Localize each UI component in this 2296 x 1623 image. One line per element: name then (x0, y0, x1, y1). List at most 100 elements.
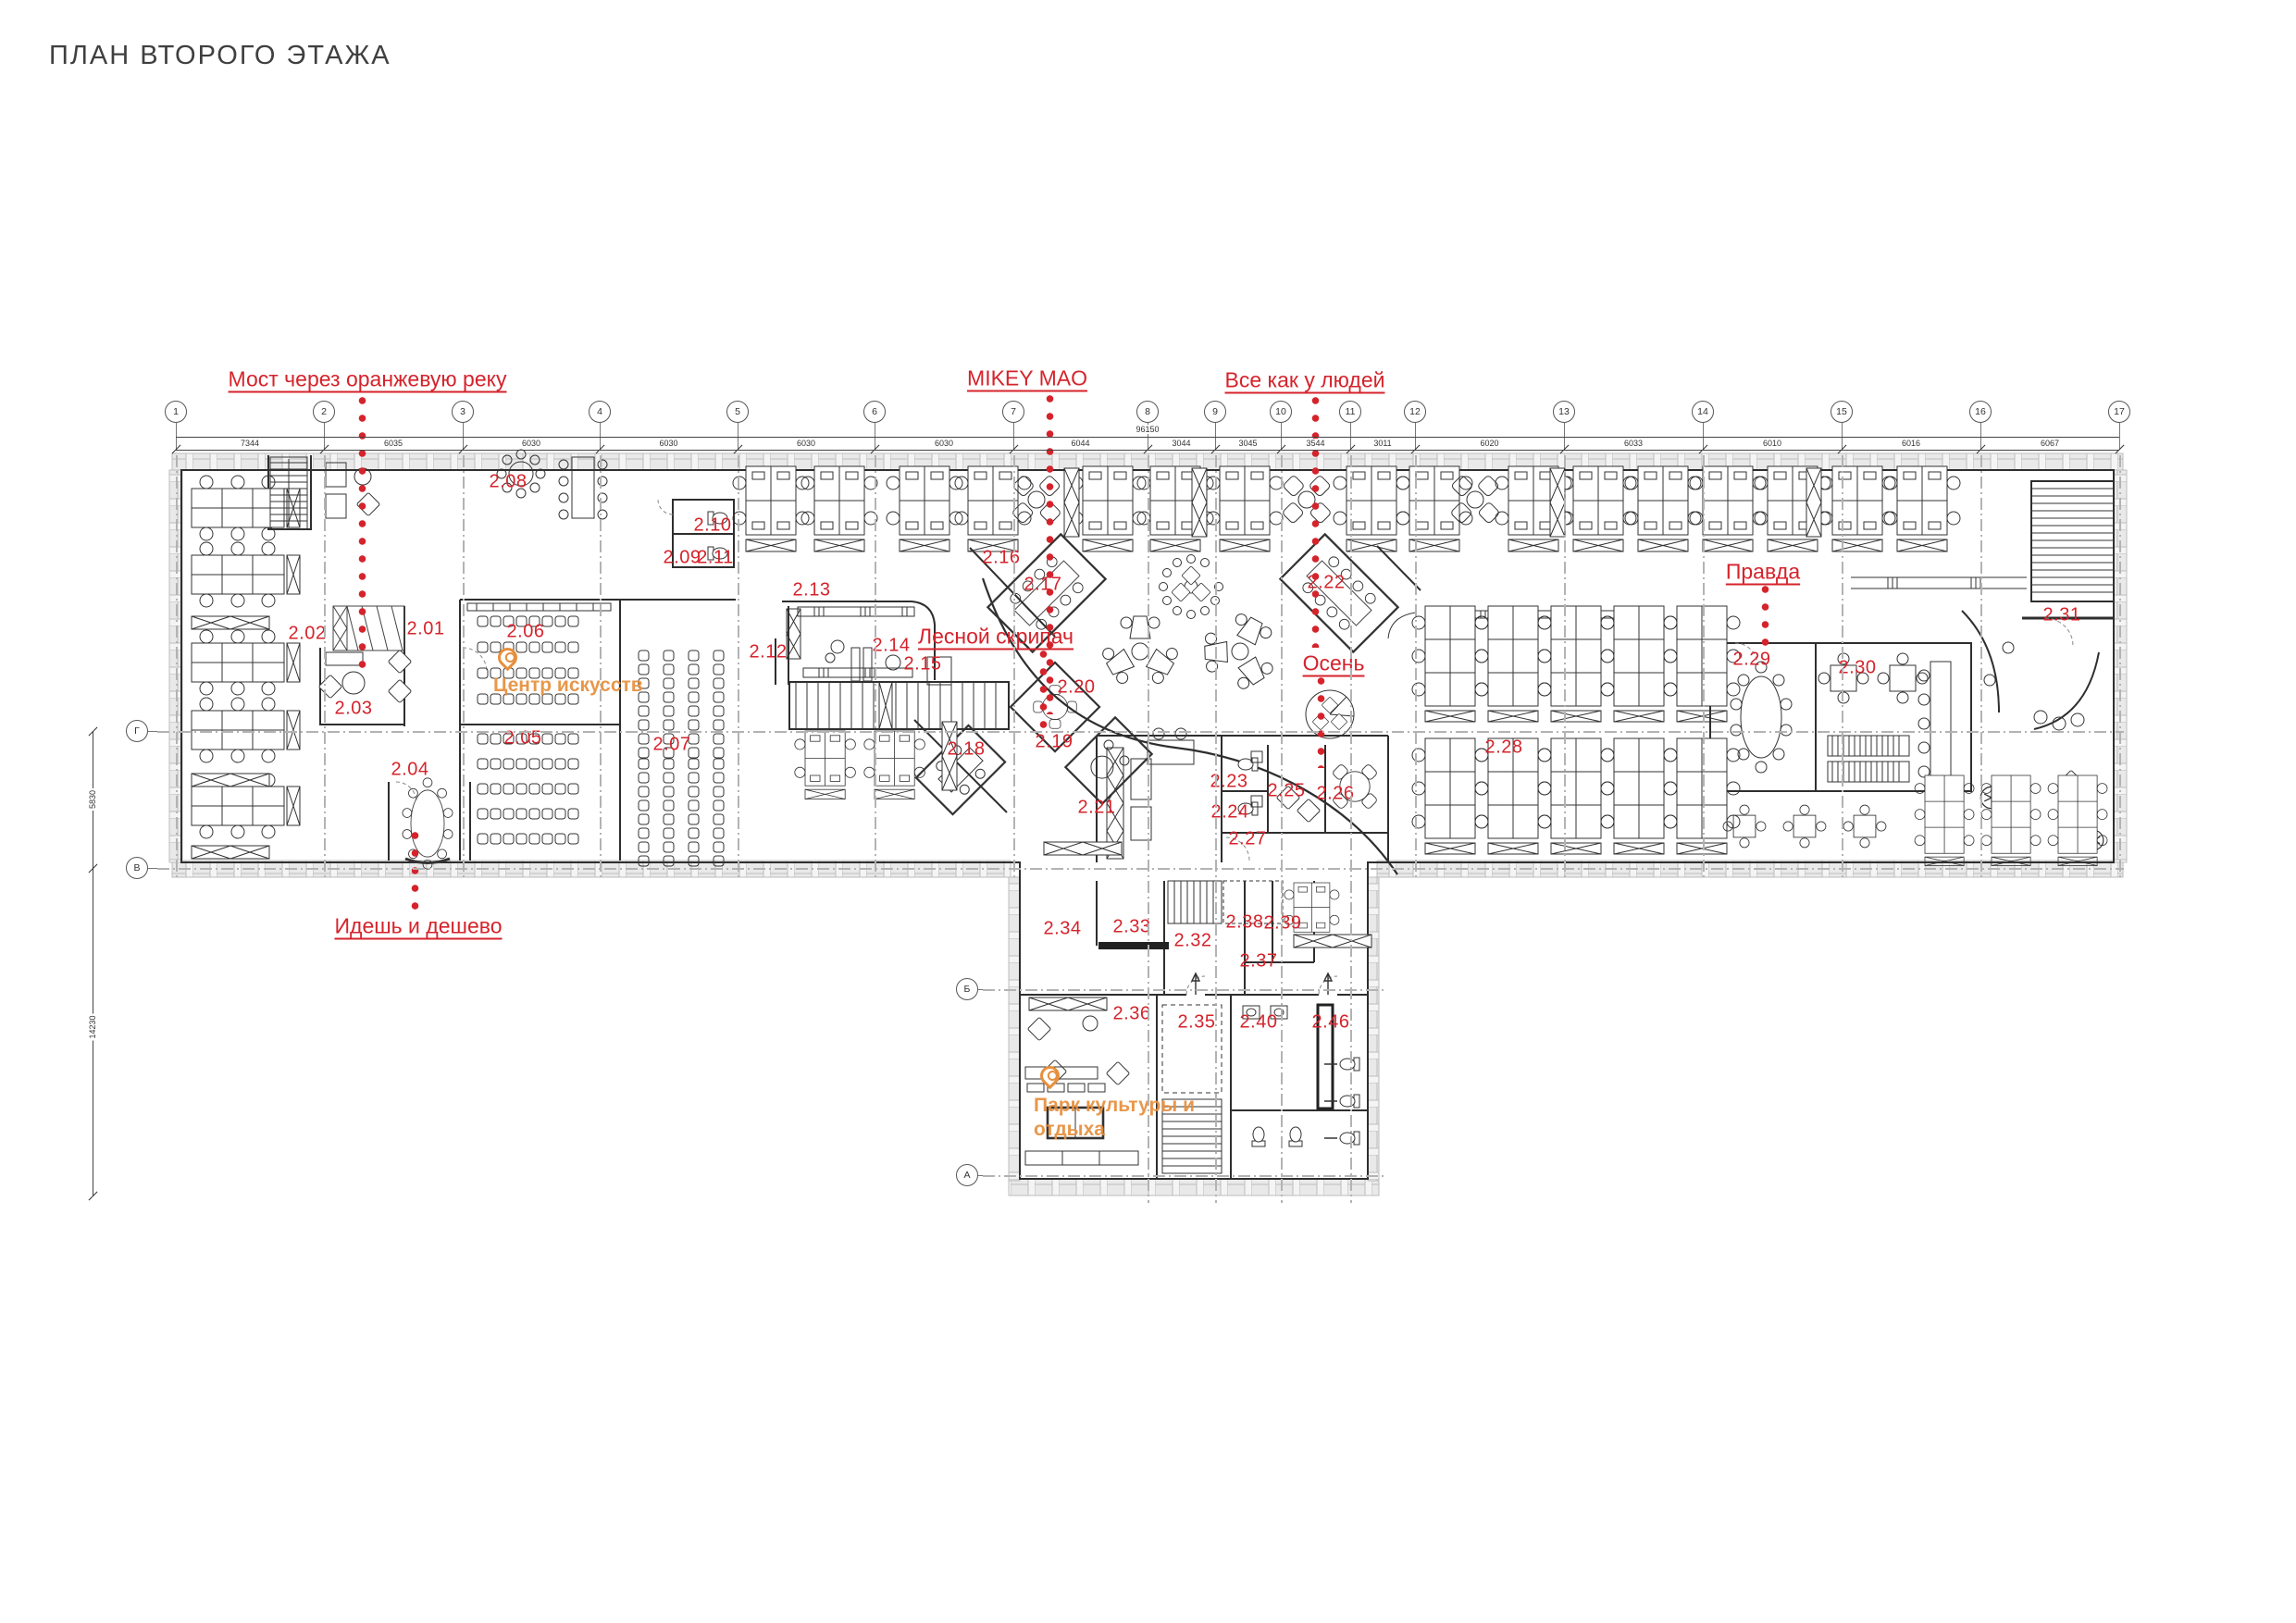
room-number-label: 2.29 (1732, 649, 1771, 670)
annotation-leader-dots (1039, 650, 1048, 731)
room-number-label: 2.37 (1239, 950, 1278, 972)
zone-annotation-label: Лесной скрипач (917, 624, 1074, 649)
grid-stem (1013, 423, 1014, 450)
room-number-label: 2.13 (792, 579, 831, 601)
grid-stem (148, 868, 157, 869)
grid-axis-line (463, 455, 465, 879)
bay-dimension: 6030 (932, 439, 956, 448)
grid-row-bubble: А (956, 1164, 978, 1186)
room-number-label: 2.17 (1024, 574, 1062, 595)
room-number-label: 2.32 (1173, 930, 1212, 951)
room-number-label: 2.24 (1210, 801, 1249, 823)
room-number-label: 2.03 (334, 698, 373, 719)
grid-column-bubble: 10 (1270, 401, 1292, 423)
grid-column-bubble: 15 (1831, 401, 1853, 423)
grid-row-bubble: В (126, 857, 148, 879)
room-number-label: 2.18 (947, 738, 986, 760)
grid-column-bubble: 6 (863, 401, 886, 423)
grid-column-bubble: 12 (1404, 401, 1426, 423)
room-number-label: 2.25 (1267, 780, 1306, 801)
grid-axis-line (600, 455, 602, 879)
grid-column-bubble: 8 (1136, 401, 1159, 423)
grid-stem (1564, 423, 1565, 450)
page-title: ПЛАН ВТОРОГО ЭТАЖА (49, 41, 391, 70)
grid-column-bubble: 13 (1553, 401, 1575, 423)
room-number-label: 2.30 (1838, 657, 1877, 678)
grid-axis-line (1148, 455, 1149, 1203)
grid-stem (148, 731, 157, 732)
zone-annotation-label: Идешь и дешево (334, 913, 503, 938)
bay-dimension: 6035 (381, 439, 405, 448)
bay-dimension: 6016 (1899, 439, 1923, 448)
grid-stem (978, 1175, 983, 1176)
bay-dimension: 6030 (794, 439, 818, 448)
grid-axis-line (738, 455, 739, 879)
room-number-label: 2.21 (1077, 797, 1116, 818)
poi-label: Парк культуры и (1034, 1095, 1195, 1116)
room-number-label: 2.10 (693, 514, 732, 536)
grid-stem (1281, 423, 1282, 450)
grid-axis-line (157, 731, 2124, 733)
zone-annotation-label: Все как у людей (1224, 367, 1385, 392)
annotation-leader-dots (358, 396, 366, 677)
room-number-label: 2.02 (288, 623, 327, 644)
grid-stem (324, 423, 325, 450)
annotation-leader-dots (1761, 585, 1769, 655)
grid-axis-line (176, 455, 178, 879)
grid-axis-line (983, 1175, 1384, 1177)
grid-stem (978, 989, 983, 990)
room-number-label: 2.34 (1043, 918, 1082, 939)
location-pin-icon (493, 643, 522, 672)
room-number-label: 2.07 (652, 734, 691, 755)
grid-column-bubble: 14 (1692, 401, 1714, 423)
grid-column-bubble: 1 (165, 401, 187, 423)
grid-axis-line (1215, 455, 1217, 1203)
location-pin-icon (1036, 1061, 1064, 1090)
room-number-label: 2.38 (1225, 911, 1264, 933)
room-number-label: 2.39 (1263, 912, 1302, 934)
grid-axis-line (983, 989, 1384, 991)
grid-row-bubble: Г (126, 720, 148, 742)
bay-dimension: 6020 (1478, 439, 1501, 448)
grid-stem (1980, 423, 1981, 450)
room-number-label: 2.15 (903, 653, 942, 675)
room-number-label: 2.35 (1177, 1011, 1216, 1033)
room-number-label: 2.33 (1112, 916, 1151, 937)
grid-axis-line (1281, 455, 1283, 1203)
room-number-label: 2.11 (697, 547, 734, 568)
poi-label: отдыха (1034, 1119, 1105, 1140)
grid-stem (463, 423, 464, 450)
bay-dimension: 3011 (1371, 439, 1394, 448)
room-number-label: 2.36 (1112, 1003, 1151, 1024)
room-number-label: 2.46 (1311, 1011, 1350, 1033)
grid-axis-line (157, 868, 2124, 870)
room-number-label: 2.31 (2042, 604, 2081, 626)
annotation-leader-dots (1046, 394, 1054, 714)
room-number-label: 2.01 (406, 618, 445, 639)
grid-axis-line (1842, 455, 1843, 879)
annotation-leader-dots (1311, 396, 1320, 648)
grid-column-bubble: 16 (1969, 401, 1992, 423)
room-number-label: 2.20 (1057, 676, 1096, 698)
room-number-label: 2.05 (503, 727, 542, 749)
bay-dimension: 6033 (1621, 439, 1645, 448)
grid-stem (176, 423, 177, 450)
room-number-label: 2.40 (1239, 1011, 1278, 1033)
grid-axis-line (875, 455, 876, 879)
room-number-label: 2.19 (1035, 731, 1074, 752)
room-number-label: 2.16 (982, 547, 1021, 568)
bay-dimension: 3544 (1304, 439, 1327, 448)
grid-axis-line (1703, 455, 1705, 879)
grid-column-bubble: 2 (313, 401, 335, 423)
grid-column-bubble: 7 (1002, 401, 1024, 423)
bay-dimension: 6030 (519, 439, 543, 448)
grid-column-bubble: 5 (726, 401, 749, 423)
bay-dimension: 3044 (1170, 439, 1193, 448)
grid-stem (1415, 423, 1416, 450)
grid-column-bubble: 3 (452, 401, 474, 423)
room-number-label: 2.09 (663, 547, 701, 568)
bay-dimension: 6030 (657, 439, 680, 448)
